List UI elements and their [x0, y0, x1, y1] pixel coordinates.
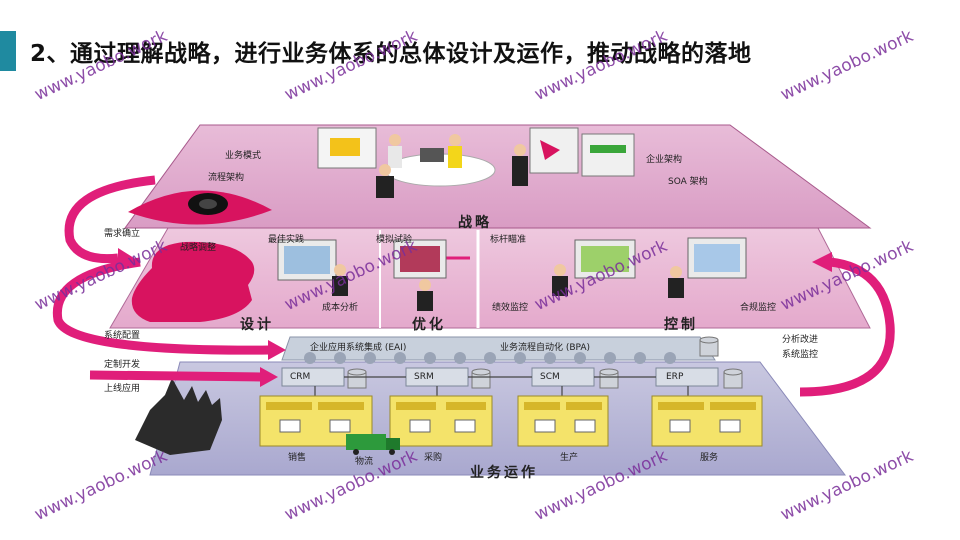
strategy-item-1: 业务模式 — [225, 151, 262, 161]
strategy-item-4: SOA 架构 — [668, 177, 708, 187]
system-erp: ERP — [666, 372, 684, 382]
unit-service: 服务 — [700, 453, 719, 463]
page-title: 2、通过理解战略，进行业务体系的总体设计及运作，推动战略的落地 — [30, 41, 752, 67]
design-item-5: 绩效监控 — [492, 303, 529, 313]
strategy-item-2: 流程架构 — [208, 173, 245, 183]
strategy-layer-title: 战略 — [458, 215, 492, 231]
operation-layer-title: 业务运作 — [470, 465, 538, 481]
design-item-6: 合规监控 — [740, 303, 777, 313]
system-srm: SRM — [414, 372, 434, 382]
system-scm: SCM — [540, 372, 560, 382]
eai-label: 企业应用系统集成 (EAI) — [310, 343, 407, 353]
control-label: 控制 — [664, 317, 698, 333]
unit-purchasing: 采购 — [424, 453, 443, 463]
right-label-2: 系统监控 — [782, 350, 819, 360]
left-loop-arrow — [64, 175, 156, 264]
left-label-3: 系统配置 — [104, 331, 141, 341]
left-loop-arrow-2 — [52, 257, 271, 355]
left-label-2: 战略调整 — [180, 243, 217, 253]
right-label-1: 分析改进 — [782, 335, 819, 345]
unit-production: 生产 — [560, 453, 579, 463]
strategy-layer — [124, 124, 872, 229]
truck-icon — [346, 434, 386, 450]
right-loop-arrow — [799, 257, 895, 397]
left-arrow-deploy — [89, 370, 263, 382]
head-icon — [131, 241, 255, 322]
design-item-4: 标杆瞄准 — [490, 235, 527, 245]
design-item-1: 最佳实践 — [268, 235, 305, 245]
title-accent-bar — [0, 31, 16, 71]
optimize-label: 优化 — [412, 317, 446, 333]
unit-logistics: 物流 — [355, 457, 374, 467]
strategy-item-3: 企业架构 — [646, 155, 683, 165]
design-item-2: 模拟试验 — [376, 235, 413, 245]
system-crm: CRM — [290, 372, 311, 382]
hand-icon — [135, 378, 222, 455]
left-label-1: 需求确立 — [104, 229, 141, 239]
left-label-5: 上线应用 — [104, 384, 141, 394]
bpa-label: 业务流程自动化 (BPA) — [500, 343, 591, 353]
left-label-4: 定制开发 — [104, 360, 141, 370]
design-label: 设计 — [240, 317, 274, 333]
unit-sales: 销售 — [288, 453, 307, 463]
design-item-3: 成本分析 — [322, 303, 359, 313]
